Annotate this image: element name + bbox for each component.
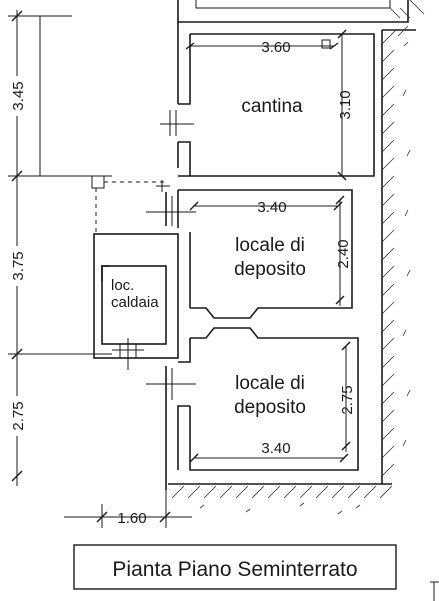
column-marker xyxy=(91,175,105,189)
deposito-2-width-label: 3.40 xyxy=(261,440,290,457)
upper-room-fragment xyxy=(177,0,409,23)
ground-hatch-bottom xyxy=(168,483,393,515)
caldaia-label-line1: loc. xyxy=(111,277,134,294)
bottom-dim-label: 1.60 xyxy=(117,510,146,527)
left-dim-middle-label: 3.75 xyxy=(10,251,27,280)
deposito-2-depth-label: 2.75 xyxy=(339,385,356,414)
ground-hatch-right xyxy=(381,0,425,484)
deposito-1-depth-label: 2.40 xyxy=(335,239,352,268)
deposito-1-width-label: 3.40 xyxy=(257,199,286,216)
cantina-depth-label: 3.10 xyxy=(337,90,354,119)
deposito-2-label-line2: deposito xyxy=(234,397,306,418)
cantina-width-label: 3.60 xyxy=(261,39,290,56)
page-title: Pianta Piano Seminterrato xyxy=(112,558,357,581)
title-box xyxy=(73,544,397,590)
cantina-room-label: cantina xyxy=(241,96,303,117)
deposito-2-label-line1: locale di xyxy=(235,373,305,394)
room-caldaia xyxy=(93,233,179,370)
section-marker xyxy=(430,581,439,601)
room-cantina xyxy=(185,29,375,181)
room-deposito-2 xyxy=(177,327,359,471)
left-dim-top-label: 3.45 xyxy=(10,81,27,110)
left-dim-bottom-label: 2.75 xyxy=(10,401,27,430)
wall-openings xyxy=(146,110,196,400)
main-wall-left xyxy=(165,22,191,490)
deposito-1-label-line2: deposito xyxy=(234,259,306,280)
deposito-1-label-line1: locale di xyxy=(235,235,305,256)
bottom-dimension xyxy=(64,490,192,528)
room-deposito-1 xyxy=(177,189,353,319)
caldaia-label-line2: caldaia xyxy=(111,294,159,311)
